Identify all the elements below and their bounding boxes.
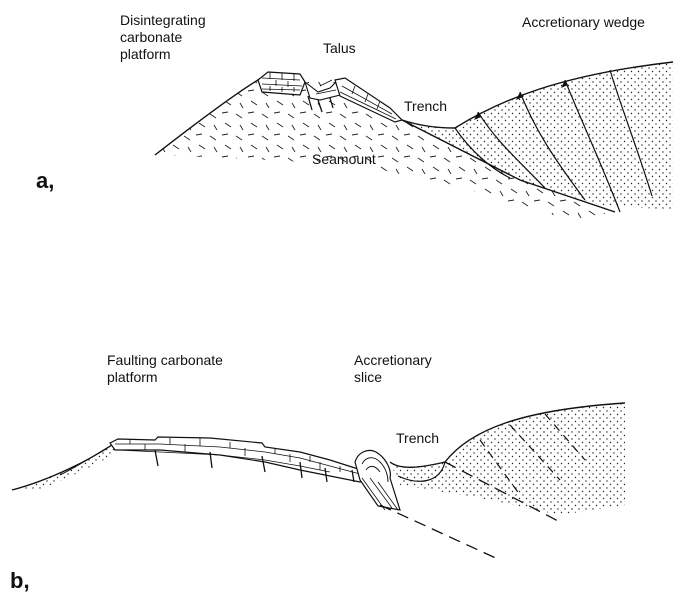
label-disintegrating-platform: Disintegrating carbonate platform: [120, 12, 206, 63]
label-accretionary-wedge: Accretionary wedge: [522, 14, 645, 31]
carbonate-platform-b: [110, 437, 380, 482]
accretionary-wedge-b: [380, 403, 625, 560]
label-seamount: Seamount: [312, 151, 376, 168]
panel-b-diagram: [12, 403, 625, 560]
label-accretionary-slice: Accretionary slice: [354, 352, 432, 386]
accretionary-slice: [355, 450, 400, 510]
panel-a-diagram: [155, 62, 673, 220]
panel-letter-a: a,: [36, 168, 54, 194]
label-trench-a: Trench: [404, 98, 447, 115]
label-faulting-platform: Faulting carbonate platform: [107, 352, 223, 386]
label-talus: Talus: [323, 40, 356, 57]
label-trench-b: Trench: [396, 430, 439, 447]
panel-letter-b: b,: [10, 568, 30, 594]
